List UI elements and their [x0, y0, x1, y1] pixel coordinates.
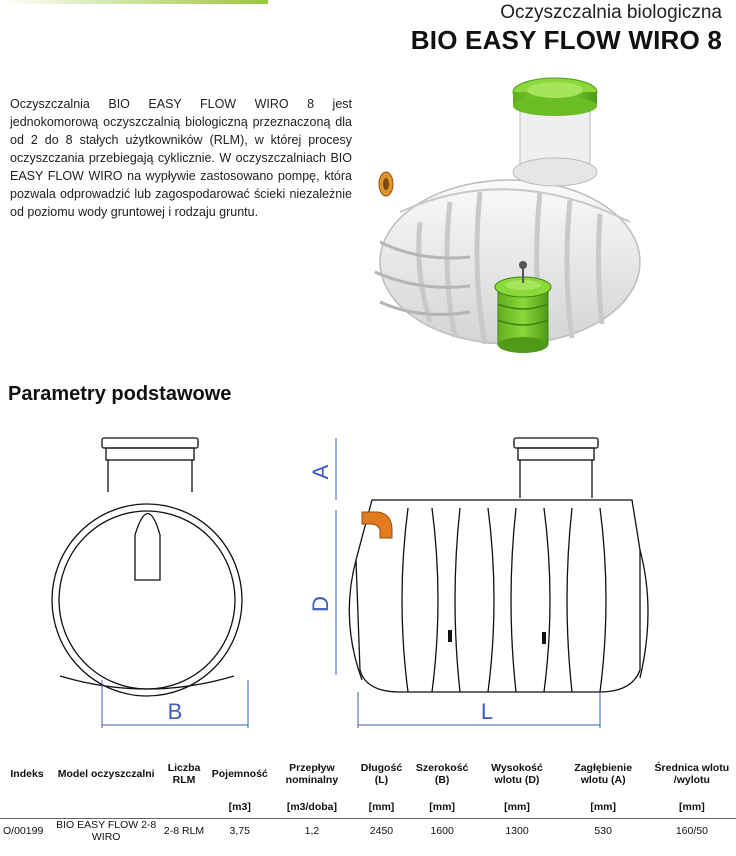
unit-cell: [mm] [354, 796, 409, 819]
header-pojemnosc: Pojemność [211, 768, 268, 780]
unit-cell: [m3] [209, 796, 270, 819]
unit-cell [0, 796, 54, 819]
header-szerokosc: Szerokość (B) [415, 762, 469, 786]
cell-dlugosc: 2450 [369, 825, 394, 837]
cell-wysokosc: 1300 [505, 825, 529, 837]
table-header-row: Indeks Model oczyszczalni Liczba RLM Poj… [0, 752, 736, 796]
page-subtitle: Oczyszczalnia biologiczna [500, 2, 722, 23]
table-units-row: [m3] [m3/doba] [mm] [mm] [mm] [mm] [mm] [0, 796, 736, 819]
header-dlugosc: Długość (L) [360, 762, 403, 786]
cell-zaglebienie: 530 [594, 825, 612, 837]
technical-drawing: B A D L [51, 437, 649, 728]
unit-cell [54, 796, 159, 819]
inlet-pipe-icon [361, 511, 393, 539]
cell-model: BIO EASY FLOW 2-8 WIRO [56, 819, 157, 843]
cell-przeplyw: 1,2 [304, 825, 320, 837]
header-wysokosc: Wysokość wlotu (D) [491, 762, 543, 786]
header-indeks: Indeks [10, 768, 44, 780]
header-model: Model oczyszczalni [57, 768, 155, 780]
cell-rlm: 2-8 RLM [163, 825, 205, 837]
tank-front-view [348, 437, 649, 693]
unit-cell: [mm] [558, 796, 648, 819]
unit-cell: [mm] [475, 796, 559, 819]
cell-indeks: O/00199 [3, 825, 44, 837]
unit-cell: [m3/doba] [269, 796, 355, 819]
parameters-table: Indeks Model oczyszczalni Liczba RLM Poj… [0, 752, 736, 843]
product-image [374, 77, 641, 353]
dimension-label-l: L [481, 699, 493, 724]
dimension-label-b: B [168, 699, 183, 724]
header-zaglebienie: Zagłębienie wlotu (A) [574, 762, 633, 786]
header-przeplyw: Przepływ nominalny [285, 762, 339, 786]
section-title: Parametry podstawowe [8, 383, 232, 405]
header-accent-line [0, 0, 268, 4]
product-description: Oczyszczalnia BIO EASY FLOW WIRO 8 jest … [10, 97, 352, 219]
cell-szerokosc: 1600 [430, 825, 454, 837]
unit-cell: [mm] [647, 796, 736, 819]
unit-cell [158, 796, 210, 819]
header-srednica: Średnica wlotu /wylotu [654, 762, 730, 786]
page-title: BIO EASY FLOW WIRO 8 [410, 25, 722, 55]
cell-srednica: 160/50 [675, 825, 708, 837]
cell-pojemnosc: 3,75 [229, 825, 250, 837]
dimension-label-d: D [308, 596, 333, 612]
header-rlm: Liczba RLM [167, 762, 201, 786]
table-row: O/00199 BIO EASY FLOW 2-8 WIRO 2-8 RLM 3… [0, 819, 736, 843]
unit-cell: [mm] [408, 796, 476, 819]
dimension-label-a: A [308, 464, 333, 479]
tank-side-view [51, 437, 243, 697]
